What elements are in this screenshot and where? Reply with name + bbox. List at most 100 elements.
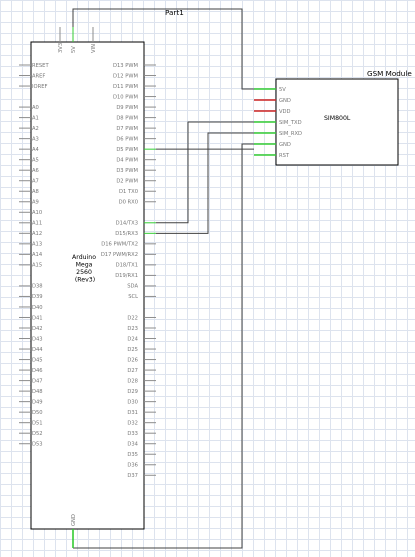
arduino-name-line-2: Mega bbox=[76, 262, 93, 269]
arduino-bottom-pin-gnd-label: GND bbox=[71, 514, 77, 526]
arduino-pin-a11-label: A11 bbox=[32, 221, 42, 227]
arduino-pin-reset-label: RESET bbox=[32, 63, 49, 69]
arduino-pin-d53-label: D53 bbox=[32, 442, 43, 448]
arduino-pin-d22-label: D22 bbox=[127, 315, 138, 321]
gsm-pin-rst-6-label: RST bbox=[279, 153, 290, 159]
arduino-mega-2560: RESETAREFIOREFA0A1A2A3A4A5A6A7A8A9A10A11… bbox=[19, 27, 156, 548]
wire-rxd-rx3 bbox=[156, 132, 254, 234]
arduino-pin-d30-label: D30 bbox=[127, 399, 138, 405]
arduino-pin-d17-pwm-rx2-label: D17 PWM/RX2 bbox=[101, 252, 138, 258]
arduino-name-line-4: (Rev3) bbox=[75, 277, 95, 284]
arduino-pin-d32-label: D32 bbox=[127, 420, 138, 426]
arduino-pin-d26-label: D26 bbox=[127, 357, 138, 363]
arduino-pin-d4-pwm-label: D4 PWM bbox=[116, 157, 138, 163]
arduino-pin-d50-label: D50 bbox=[32, 410, 43, 416]
gsm-module-name: SIM800L bbox=[324, 115, 351, 122]
arduino-pin-d52-label: D52 bbox=[32, 431, 43, 437]
arduino-pin-d2-pwm-label: D2 PWM bbox=[116, 179, 138, 185]
gsm-pin-gnd-5-label: GND bbox=[279, 142, 291, 148]
arduino-pin-d37-label: D37 bbox=[127, 473, 138, 479]
arduino-pin-a7-label: A7 bbox=[32, 179, 39, 185]
gsm-module-title: GSM Module bbox=[367, 69, 412, 78]
arduino-top-pin-5v-label: 5V bbox=[71, 46, 77, 53]
arduino-pin-d14-tx3-label: D14/TX3 bbox=[116, 221, 138, 227]
arduino-pin-d12-pwm-label: D12 PWM bbox=[113, 73, 138, 79]
arduino-pin-d25-label: D25 bbox=[127, 347, 138, 353]
arduino-pin-d5-pwm-label: D5 PWM bbox=[116, 147, 138, 153]
arduino-pin-a15-label: A15 bbox=[32, 263, 42, 269]
arduino-pin-d41-label: D41 bbox=[32, 315, 43, 321]
wire-txd-tx3 bbox=[156, 121, 254, 224]
arduino-pin-a3-label: A3 bbox=[32, 136, 39, 142]
arduino-pin-d10-pwm-label: D10 PWM bbox=[113, 94, 138, 100]
arduino-pin-d48-label: D48 bbox=[32, 389, 43, 395]
arduino-top-pin-3v3-label: 3V3 bbox=[58, 43, 64, 53]
arduino-top-pin-vin-label: VIN bbox=[91, 44, 97, 53]
arduino-pin-d7-pwm-label: D7 PWM bbox=[116, 126, 138, 132]
gsm-pin-5v-0-label: 5V bbox=[279, 87, 286, 93]
arduino-name-line-1: Arduino bbox=[72, 254, 96, 261]
arduino-pin-d40-label: D40 bbox=[32, 305, 43, 311]
gsm-pin-vdd-2-label: VDD bbox=[279, 109, 291, 115]
arduino-pin-d27-label: D27 bbox=[127, 368, 138, 374]
gsm-pins: 5V GND VDD SIM_TXD SIM_RXD GND RST bbox=[254, 87, 302, 159]
arduino-pin-d43-label: D43 bbox=[32, 336, 43, 342]
gsm-module-body bbox=[275, 78, 399, 166]
wire-5v bbox=[72, 8, 254, 90]
arduino-pins: RESETAREFIOREFA0A1A2A3A4A5A6A7A8A9A10A11… bbox=[19, 27, 156, 548]
arduino-pin-d11-pwm-label: D11 PWM bbox=[113, 84, 138, 90]
arduino-pin-sda-label: SDA bbox=[127, 284, 138, 290]
arduino-pin-aref-label: AREF bbox=[32, 73, 45, 79]
arduino-pin-d39-label: D39 bbox=[32, 294, 43, 300]
arduino-pin-d44-label: D44 bbox=[32, 347, 43, 353]
arduino-pin-a1-label: A1 bbox=[32, 115, 39, 121]
arduino-pin-d49-label: D49 bbox=[32, 399, 43, 405]
arduino-pin-a14-label: A14 bbox=[32, 252, 43, 258]
wires bbox=[72, 8, 254, 549]
arduino-pin-d13-pwm-label: D13 PWM bbox=[113, 63, 138, 69]
gsm-module: 5V GND VDD SIM_TXD SIM_RXD GND RST SIM800L bbox=[254, 78, 399, 166]
arduino-pin-d23-label: D23 bbox=[127, 326, 138, 332]
arduino-pin-d28-label: D28 bbox=[127, 378, 138, 384]
arduino-pin-d0-rx0-label: D0 RX0 bbox=[119, 200, 138, 206]
arduino-pin-d42-label: D42 bbox=[32, 326, 43, 332]
wire-gnd bbox=[73, 143, 254, 549]
arduino-pin-d35-label: D35 bbox=[127, 452, 138, 458]
arduino-pin-a5-label: A5 bbox=[32, 157, 39, 163]
arduino-pin-a13-label: A13 bbox=[32, 242, 42, 248]
arduino-pin-d3-pwm-label: D3 PWM bbox=[116, 168, 138, 174]
arduino-pin-a9-label: A9 bbox=[32, 200, 39, 206]
arduino-pin-d47-label: D47 bbox=[32, 378, 43, 384]
gsm-pin-gnd-1-label: GND bbox=[279, 98, 291, 104]
arduino-pin-d8-pwm-label: D8 PWM bbox=[116, 115, 138, 121]
gsm-pin-sim-rxd-4-label: SIM_RXD bbox=[279, 131, 302, 137]
arduino-pin-d34-label: D34 bbox=[127, 442, 138, 448]
arduino-pin-d29-label: D29 bbox=[127, 389, 138, 395]
arduino-pin-d45-label: D45 bbox=[32, 357, 43, 363]
arduino-pin-d1-tx0-label: D1 TX0 bbox=[119, 189, 138, 195]
arduino-pin-a6-label: A6 bbox=[32, 168, 39, 174]
arduino-name: Arduino Mega 2560 (Rev3) bbox=[72, 254, 98, 284]
arduino-pin-d31-label: D31 bbox=[127, 410, 138, 416]
arduino-pin-d33-label: D33 bbox=[127, 431, 138, 437]
arduino-pin-a12-label: A12 bbox=[32, 231, 42, 237]
arduino-pin-a10-label: A10 bbox=[32, 210, 42, 216]
arduino-pin-d38-label: D38 bbox=[32, 284, 43, 290]
arduino-pin-d15-rx3-label: D15/RX3 bbox=[115, 231, 138, 237]
arduino-pin-d51-label: D51 bbox=[32, 420, 43, 426]
arduino-pin-a2-label: A2 bbox=[32, 126, 39, 132]
arduino-pin-scl-label: SCL bbox=[128, 294, 138, 300]
part-label: Part1 bbox=[165, 8, 184, 17]
arduino-pin-ioref-label: IOREF bbox=[32, 84, 47, 90]
arduino-pin-d46-label: D46 bbox=[32, 368, 43, 374]
arduino-pin-d9-pwm-label: D9 PWM bbox=[116, 105, 138, 111]
arduino-pin-d19-rx1-label: D19/RX1 bbox=[115, 273, 138, 279]
arduino-pin-d36-label: D36 bbox=[127, 463, 138, 469]
arduino-pin-d24-label: D24 bbox=[127, 336, 138, 342]
gsm-pin-sim-txd-3-label: SIM_TXD bbox=[279, 120, 302, 126]
arduino-pin-d6-pwm-label: D6 PWM bbox=[116, 136, 138, 142]
arduino-name-line-3: 2560 bbox=[76, 269, 92, 276]
arduino-pin-a4-label: A4 bbox=[32, 147, 40, 153]
arduino-body bbox=[30, 41, 145, 530]
